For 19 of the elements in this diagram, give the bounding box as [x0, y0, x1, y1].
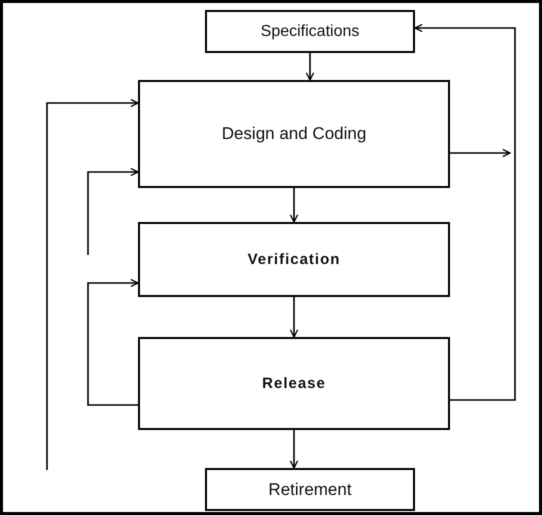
process-box: [138, 222, 450, 297]
arrow: [290, 297, 298, 338]
arrow: [306, 53, 314, 81]
process-box: [205, 10, 415, 53]
arrow: [290, 188, 298, 223]
process-box: [205, 468, 415, 511]
arrow: [87, 278, 139, 406]
arrow: [290, 430, 298, 469]
arrow: [46, 98, 139, 470]
box-label: Verification: [248, 251, 340, 268]
box-label: Release: [262, 375, 326, 392]
box-label: Design and Coding: [222, 124, 366, 144]
box-label: Specifications: [260, 22, 360, 40]
arrow: [450, 148, 511, 158]
arrow: [414, 24, 516, 401]
arrow: [87, 168, 139, 255]
process-box: [138, 80, 450, 188]
box-label: Retirement: [268, 480, 352, 500]
process-box: [138, 337, 450, 430]
